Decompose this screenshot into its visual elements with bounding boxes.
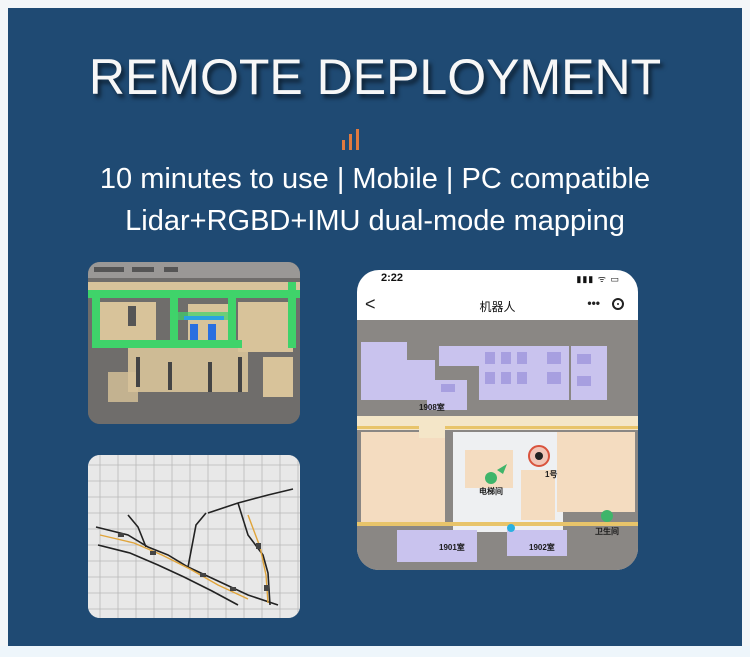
back-icon[interactable]: <	[365, 294, 376, 314]
target-icon[interactable]	[612, 298, 624, 310]
3d-grid-map-image	[88, 455, 300, 618]
page-title: REMOTE DEPLOYMENT	[88, 49, 662, 105]
status-time: 2:22	[381, 272, 404, 284]
floor-map-image	[357, 320, 638, 570]
mobile-app-screenshot: 2:22 ▮▮▮ ᯤ ▭ < 机器人 •••	[357, 270, 638, 570]
subtitle-line-2: Lidar+RGBD+IMU dual-mode mapping	[125, 205, 625, 237]
room-1901-label: 1901室	[439, 543, 465, 552]
more-menu-icon[interactable]: •••	[587, 296, 600, 310]
elevator-label: 电梯间	[479, 487, 503, 496]
restroom-label: 卫生间	[595, 527, 619, 536]
signal-bars-icon	[342, 129, 359, 150]
lidar-map-image	[88, 262, 300, 424]
lidar-map-screenshot	[88, 262, 300, 424]
robot-number-label: 1号	[545, 470, 558, 479]
subtitle-line-1: 10 minutes to use | Mobile | PC compatib…	[99, 163, 651, 195]
bottom-strip	[0, 646, 750, 657]
room-1908-label: 1908室	[419, 403, 445, 412]
room-1902-label: 1902室	[529, 543, 555, 552]
status-icons: ▮▮▮ ᯤ ▭	[576, 274, 620, 284]
3d-grid-map-screenshot	[88, 455, 300, 618]
app-title: 机器人	[479, 300, 516, 314]
floor-map[interactable]: 1908室 1号 电梯间 卫生间 1901室 1902室	[357, 320, 638, 570]
